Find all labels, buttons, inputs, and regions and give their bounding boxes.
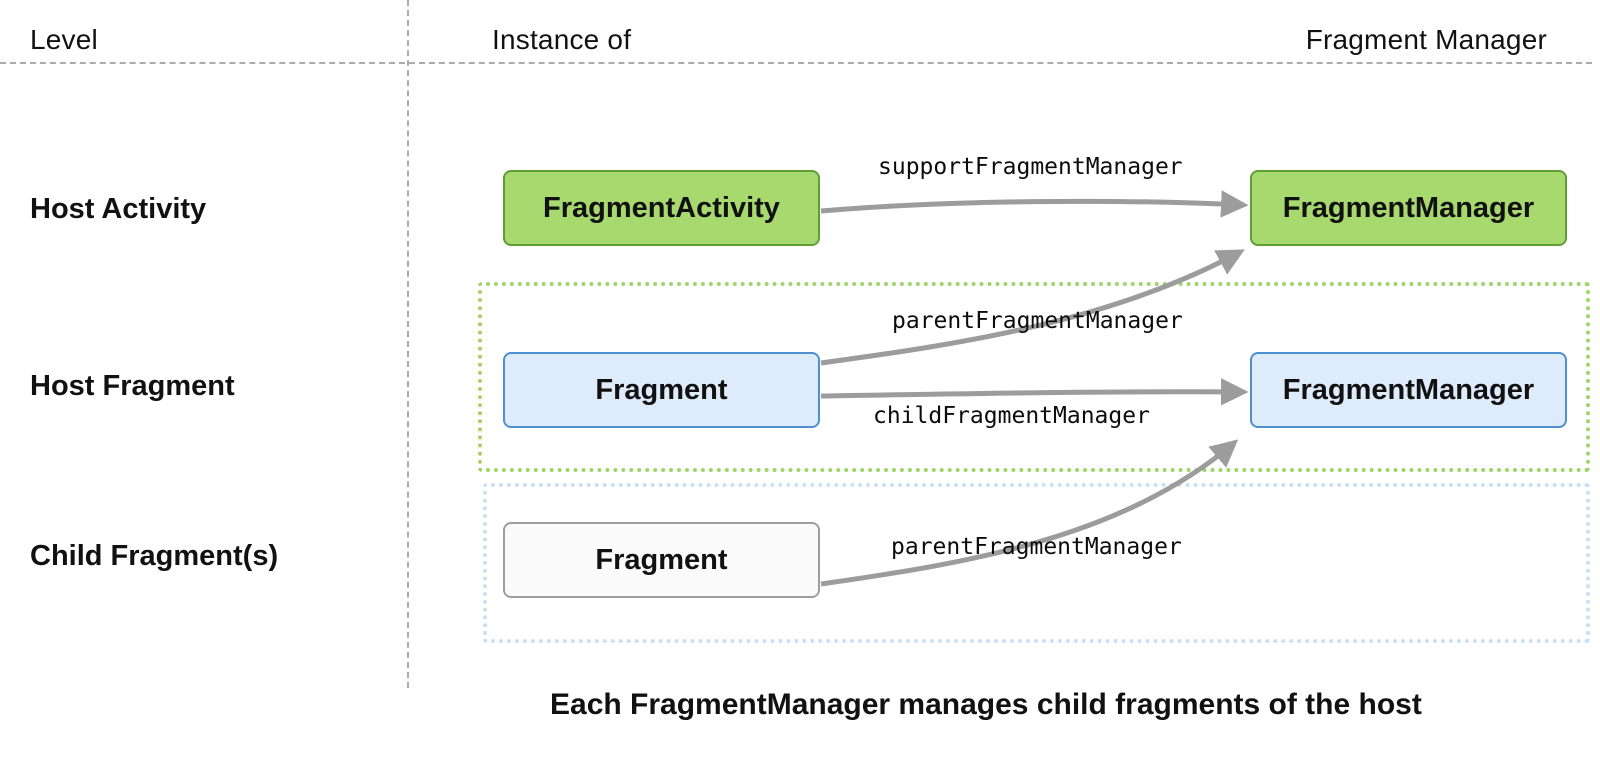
fragment-activity-box: FragmentActivity [503, 170, 820, 246]
support-fragment-manager-label: supportFragmentManager [878, 154, 1183, 180]
row-label-host-fragment: Host Fragment [30, 370, 235, 402]
header-divider-dashed-line [0, 62, 1592, 64]
column-header-fragment-manager: Fragment Manager [1305, 24, 1547, 55]
column-header-instance-of: Instance of [492, 24, 632, 55]
fragment-manager-box-fragment: FragmentManager [1250, 352, 1567, 428]
fragment-manager-box-activity: FragmentManager [1250, 170, 1567, 246]
parent-fragment-manager-label-host: parentFragmentManager [892, 308, 1183, 334]
support-fragment-manager-arrow [820, 190, 1249, 218]
row-label-host-activity: Host Activity [30, 193, 207, 225]
row-label-child-fragments: Child Fragment(s) [30, 540, 279, 572]
child-fragment-manager-label: childFragmentManager [873, 403, 1150, 429]
host-fragment-box: Fragment [503, 352, 820, 428]
child-fragment-box: Fragment [503, 522, 820, 598]
parent-fragment-manager-label-child: parentFragmentManager [891, 534, 1182, 560]
diagram-caption: Each FragmentManager manages child fragm… [550, 688, 1422, 721]
column-divider-dashed-line [407, 0, 409, 688]
column-header-level: Level [30, 24, 98, 55]
